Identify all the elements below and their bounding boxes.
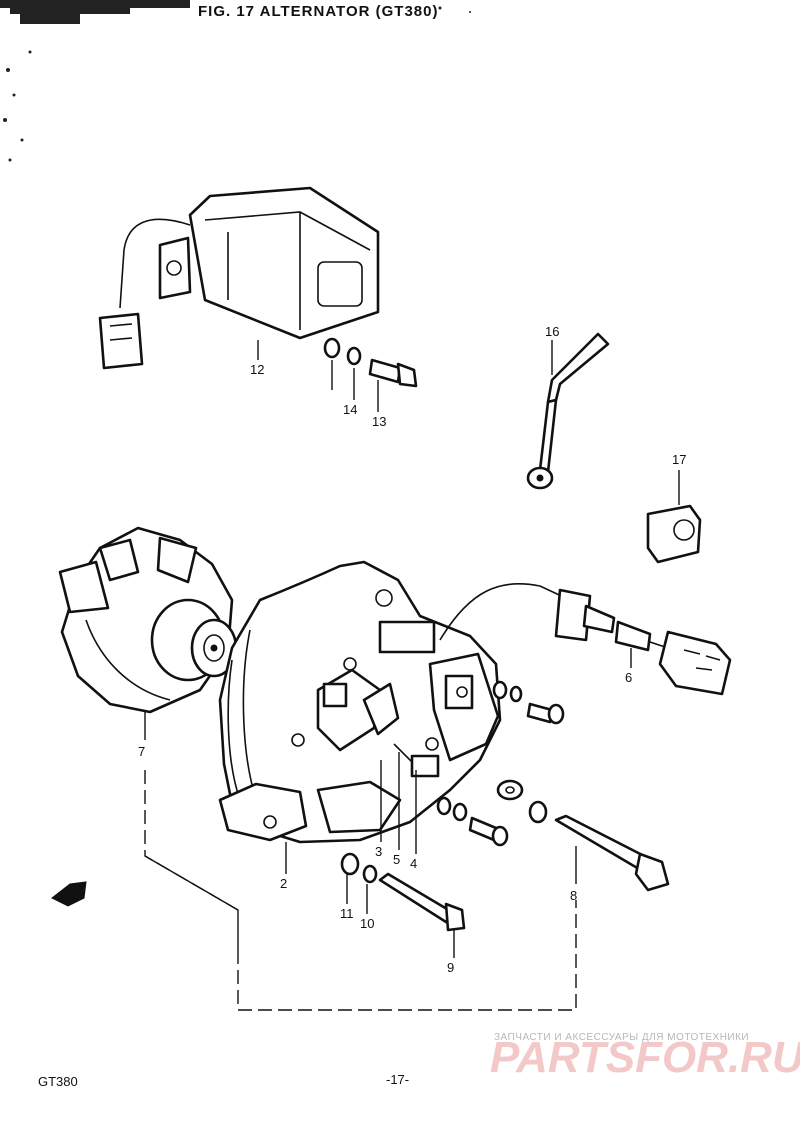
- callout-5: 5: [393, 852, 400, 867]
- callout-2: 2: [280, 876, 287, 891]
- watermark-brand: PARTSFOR.RU: [490, 1033, 800, 1082]
- footer-model: GT380: [38, 1074, 78, 1089]
- assembly-group-diagonal: [144, 855, 239, 911]
- callout-10: 10: [360, 916, 374, 931]
- assembly-group-line: [144, 770, 577, 1011]
- bolt-13-washers-14: [323, 337, 418, 388]
- front-arrow-icon: [51, 881, 87, 907]
- screw-set-right: [492, 680, 565, 725]
- watermark-tagline: ЗАПЧАСТИ И АКСЕССУАРЫ ДЛЯ МОТОТЕХНИКИ: [494, 1032, 749, 1043]
- callout-17: 17: [672, 452, 686, 467]
- screw-set-front: [436, 779, 548, 847]
- grommet-part-17: [646, 504, 702, 564]
- bolt-part-8: [554, 814, 670, 892]
- lead-wire-connector-6: [439, 582, 732, 696]
- callout-11: 11: [340, 906, 354, 921]
- callout-12: 12: [250, 362, 264, 377]
- rotor-part-7: [58, 526, 238, 714]
- callout-9: 9: [447, 960, 454, 975]
- callout-13: 13: [372, 414, 386, 429]
- regulator-part-12: [98, 186, 380, 370]
- callout-6: 6: [625, 670, 632, 685]
- footer-page-number: -17-: [386, 1072, 409, 1087]
- leaders-13-14: [331, 360, 379, 412]
- callout-4: 4: [410, 856, 417, 871]
- stator-housing-part-2: [218, 560, 502, 844]
- leaders-3-4-5: [380, 752, 417, 854]
- callout-16: 16: [545, 324, 559, 339]
- callout-14: 14: [343, 402, 357, 417]
- callout-7: 7: [138, 744, 145, 759]
- callout-3: 3: [375, 844, 382, 859]
- bracket-part-16: [526, 332, 610, 490]
- scan-noise: [0, 0, 471, 162]
- callout-8: 8: [570, 888, 577, 903]
- figure-title: FIG. 17 ALTERNATOR (GT380): [198, 3, 438, 20]
- bolt-part-9-washers: [340, 852, 466, 932]
- leaders-9-10-11: [346, 874, 455, 958]
